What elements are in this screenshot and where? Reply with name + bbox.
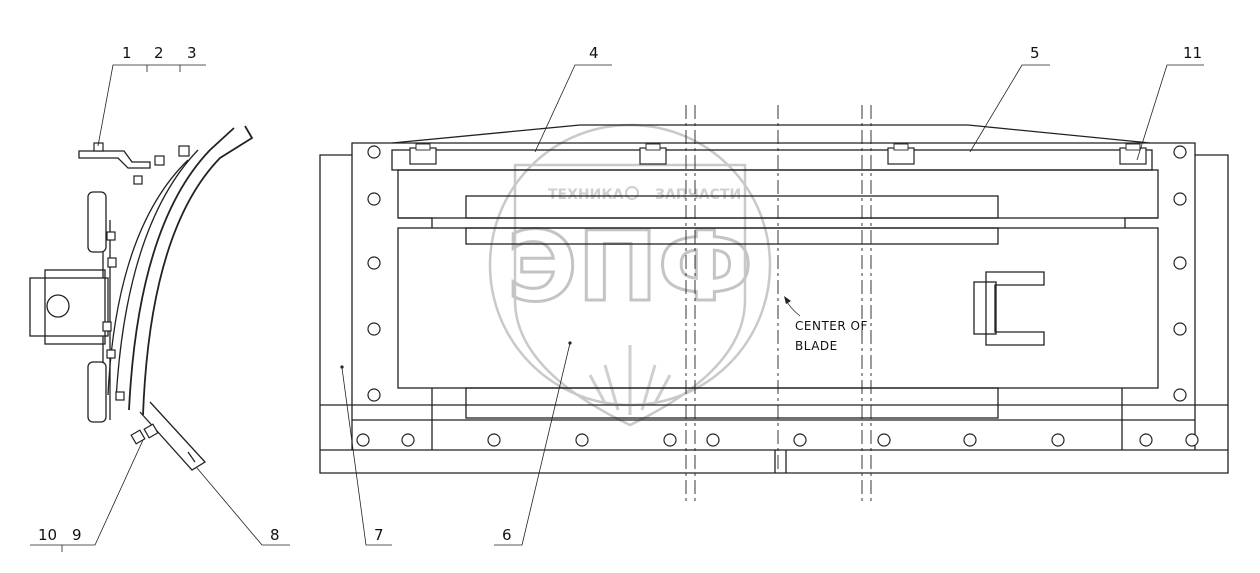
watermark-text-right: ЗАПЧАСТИ xyxy=(655,187,741,203)
center-of-blade-note: CENTER OF BLADE xyxy=(795,319,868,353)
side-view xyxy=(29,125,254,471)
note-line-1: CENTER OF xyxy=(795,319,868,333)
callout-numbers: 1 2 3 4 5 11 10 9 8 7 6 xyxy=(38,44,1202,544)
callout-4: 4 xyxy=(589,44,599,62)
watermark-text-left: ТЕХНИКА xyxy=(548,187,624,203)
callout-1: 1 xyxy=(122,44,132,62)
callout-8: 8 xyxy=(270,526,280,544)
watermark-letters: ЭПФ xyxy=(507,211,753,323)
callout-6: 6 xyxy=(502,526,512,544)
front-view xyxy=(319,105,1229,505)
left-side-bolts xyxy=(367,145,381,402)
leader-lines xyxy=(30,64,1204,552)
callout-10: 10 xyxy=(38,526,57,544)
callout-5: 5 xyxy=(1030,44,1040,62)
top-clamp-bolts xyxy=(409,143,1147,165)
callout-2: 2 xyxy=(154,44,164,62)
callout-7: 7 xyxy=(374,526,384,544)
callout-3: 3 xyxy=(187,44,197,62)
bottom-edge-bolts xyxy=(356,433,1199,447)
callout-11: 11 xyxy=(1183,44,1202,62)
note-line-2: BLADE xyxy=(795,339,838,353)
right-side-bolts xyxy=(1173,145,1187,402)
gear-icon xyxy=(625,186,639,200)
callout-9: 9 xyxy=(72,526,82,544)
